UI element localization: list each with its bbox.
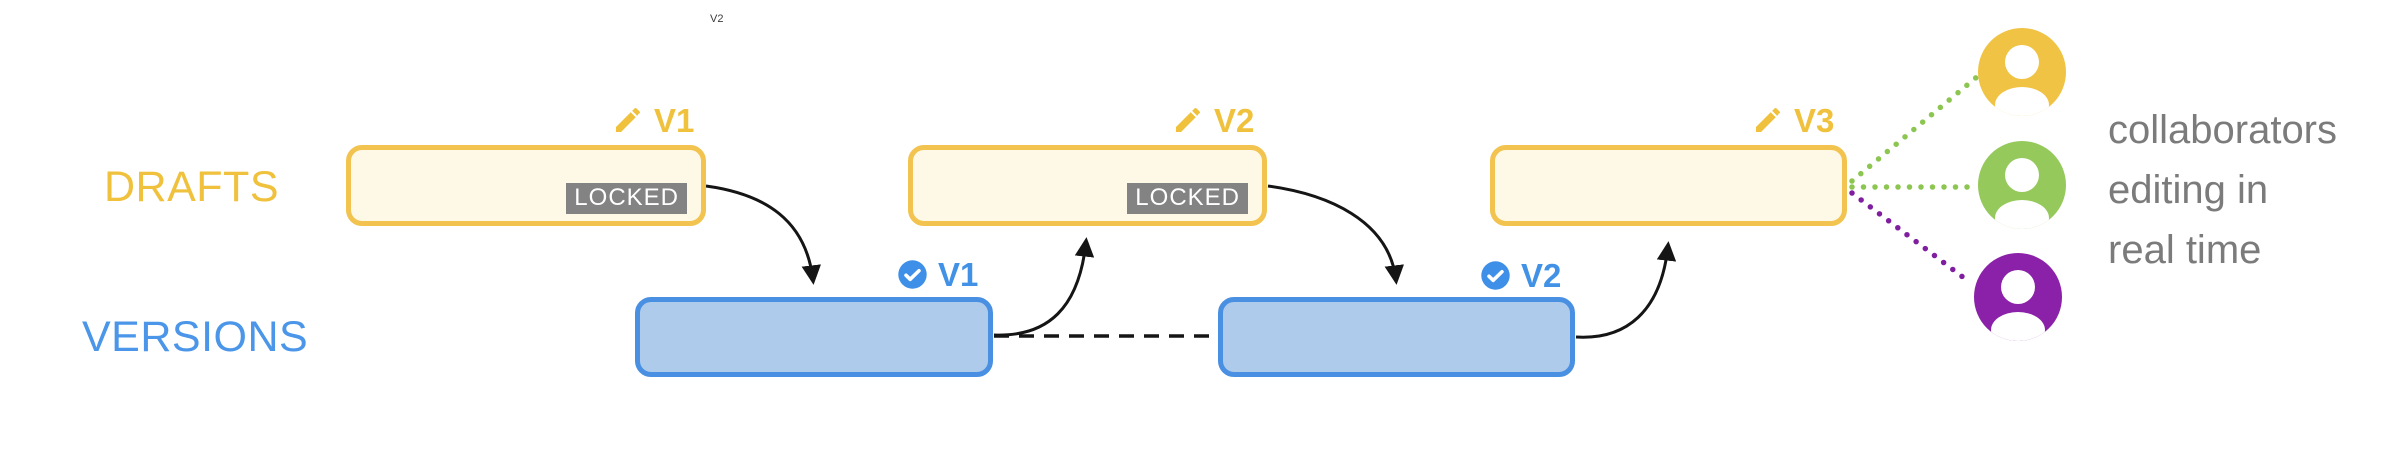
collaborator-avatar-green xyxy=(1978,141,2066,229)
drafts-row-label: DRAFTS xyxy=(104,163,279,211)
draft-box-v3 xyxy=(1490,145,1847,226)
versions-row-label: VERSIONS xyxy=(82,313,309,361)
pencil-icon xyxy=(616,107,641,132)
caption-line: real time xyxy=(2108,228,2262,272)
collaborators-caption: collaborators editing in real time xyxy=(2108,100,2337,280)
arrow-draft-v2-to-version-v2 xyxy=(1267,184,1404,285)
version-tag-label: V2 xyxy=(1521,256,1562,294)
version-box-v2 xyxy=(1218,297,1575,377)
draft-v3-tag: V3 xyxy=(1752,103,1834,137)
watermark-version-text: V2 xyxy=(710,13,724,25)
draft-box-v2: LOCKED xyxy=(908,145,1267,226)
draft-v2-tag: V2 xyxy=(1172,103,1254,137)
arrow-draft-v1-to-version-v1 xyxy=(705,184,821,285)
collaborator-avatar-yellow xyxy=(1978,28,2066,116)
dotted-line-to-purple-collaborator xyxy=(1849,190,1971,284)
arrow-version-v2-to-draft-v3 xyxy=(1575,241,1677,339)
pencil-icon xyxy=(1756,107,1781,132)
draft-box-v1: LOCKED xyxy=(346,145,706,226)
draft-tag-label: V1 xyxy=(654,101,695,139)
version-tag-label: V1 xyxy=(938,255,979,293)
pencil-icon xyxy=(1176,107,1201,132)
locked-badge: LOCKED xyxy=(566,183,687,214)
dotted-line-to-yellow-collaborator xyxy=(1849,73,1981,184)
caption-line: editing in xyxy=(2108,168,2269,212)
locked-badge: LOCKED xyxy=(1127,183,1248,214)
version-v2-tag: V2 xyxy=(1480,258,1561,292)
version-v1-tag: V1 xyxy=(897,257,978,291)
caption-line: collaborators xyxy=(2108,108,2338,152)
check-circle-icon xyxy=(1481,260,1510,290)
arrow-version-v1-to-draft-v2 xyxy=(993,237,1095,337)
draft-tag-label: V3 xyxy=(1794,101,1835,139)
version-box-v1 xyxy=(635,297,993,377)
draft-v1-tag: V1 xyxy=(612,103,694,137)
check-circle-icon xyxy=(898,259,927,289)
draft-tag-label: V2 xyxy=(1214,101,1255,139)
collaborator-avatar-purple xyxy=(1974,253,2062,341)
